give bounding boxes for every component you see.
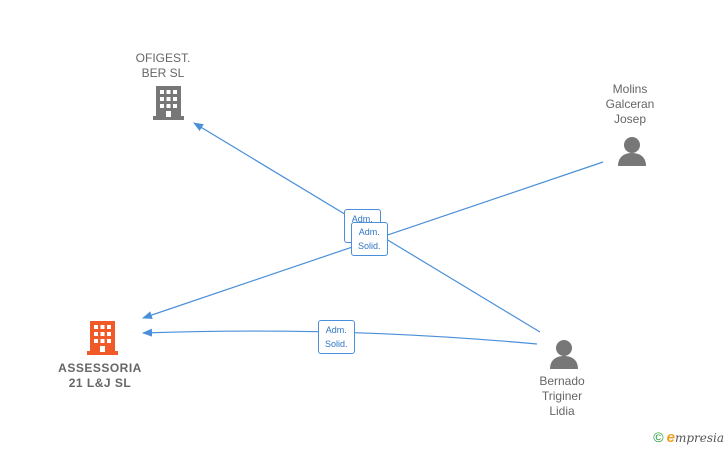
- building-icon: [153, 86, 184, 120]
- building-icon: [87, 321, 118, 355]
- node-molins[interactable]: Molins Galceran Josep: [590, 82, 670, 127]
- node-ofigest[interactable]: OFIGEST. BER SL: [118, 51, 208, 81]
- person-icon: [618, 137, 646, 166]
- relation-label-bernado-assessoria[interactable]: Adm. Solid.: [318, 320, 355, 354]
- person-icon: [550, 340, 578, 369]
- empresia-watermark: ©empresia: [653, 429, 724, 446]
- node-label-bernado: Bernado Triginer Lidia: [539, 374, 585, 418]
- node-label-assessoria: ASSESSORIA 21 L&J SL: [58, 361, 142, 390]
- node-bernado[interactable]: Bernado Triginer Lidia: [522, 374, 602, 419]
- relation-label-molins-assessoria[interactable]: Adm. Solid.: [351, 222, 388, 256]
- node-label-molins: Molins Galceran Josep: [605, 82, 655, 126]
- empresia-logo-text: mpresia: [674, 431, 724, 445]
- copyright-icon: ©: [653, 429, 664, 445]
- empresia-logo-e: e: [666, 429, 675, 446]
- node-label-ofigest: OFIGEST. BER SL: [135, 51, 191, 80]
- node-assessoria[interactable]: ASSESSORIA 21 L&J SL: [45, 361, 155, 391]
